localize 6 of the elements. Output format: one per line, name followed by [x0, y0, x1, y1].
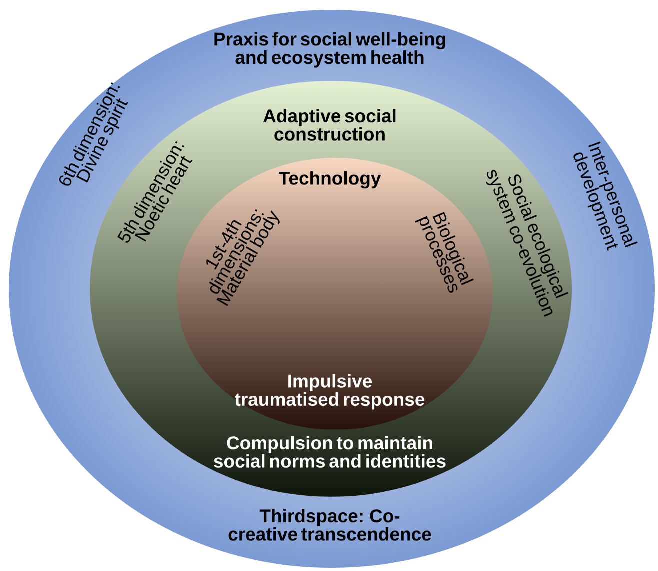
ring-heading: Thirdspace: Co-creative transcendence: [228, 509, 432, 541]
ring-heading: Impulsive traumatised response: [235, 374, 425, 410]
ring-heading: Adaptive social construction: [264, 109, 396, 141]
ring-heading: Praxis for social well-being and ecosystem health: [214, 32, 446, 68]
ring-heading: Technology: [279, 171, 382, 189]
ring-heading: Compulsion to maintain social norms and identities: [214, 436, 446, 468]
